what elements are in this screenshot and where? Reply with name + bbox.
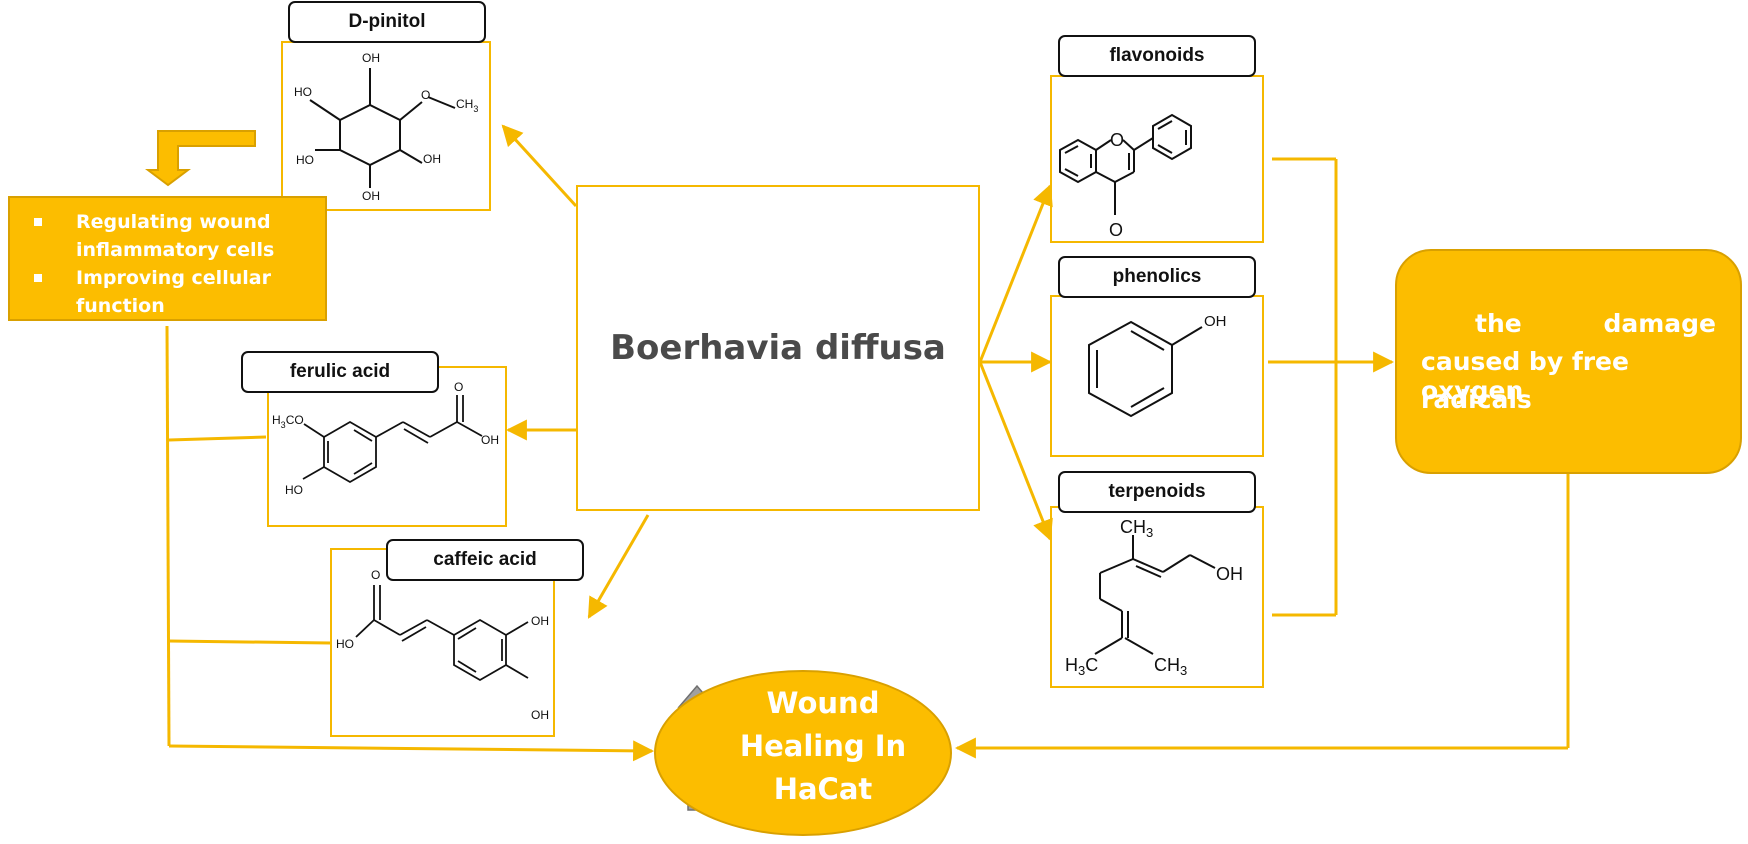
caffeic-oh-top: OH <box>531 614 549 628</box>
d-pinitol-o-methyl: O <box>421 88 430 102</box>
label-ferulic-acid: ferulic acid <box>241 351 439 393</box>
caffeic-acid-structure <box>355 585 529 682</box>
ferulic-carbonyl-o: O <box>454 380 463 394</box>
effect-item: Improving cellular function <box>34 264 315 320</box>
ferulic-methoxy-sub: 3 <box>281 420 286 430</box>
caffeic-carbonyl-o: O <box>371 568 380 582</box>
ferulic-methoxy-rest: CO <box>286 413 304 427</box>
wound-healing-text: Wound Healing In HaCat <box>696 682 950 811</box>
terpenoids-frame <box>1050 506 1264 688</box>
radicals-word-the: the <box>1475 309 1522 338</box>
effect-item: Regulating wound inflammatory cells <box>34 208 315 264</box>
geraniol-ch3-right-sub: 3 <box>1180 663 1187 678</box>
ferulic-oh: OH <box>481 433 499 447</box>
geraniol-h3c-sub: 3 <box>1078 663 1085 678</box>
arrow-to-terpenoids <box>978 361 1053 541</box>
healing-line-3: HaCat <box>773 772 873 806</box>
left-bracket <box>165 325 655 762</box>
flavone-ring-o: O <box>1110 130 1124 150</box>
radicals-line-2: caused by free oxygen <box>1421 347 1629 405</box>
geraniol-ch3-right-main: CH <box>1154 655 1180 675</box>
center-plant-title: Boerhavia diffusa <box>610 328 946 368</box>
healing-line-1: Wound <box>766 686 880 720</box>
flavonoids-frame <box>1050 75 1264 243</box>
geraniol-oh: OH <box>1216 564 1243 584</box>
arrow-to-caffeic-acid <box>587 514 650 619</box>
radicals-line-3: radicals <box>1421 385 1532 414</box>
geraniol-ch3-top-sub: 3 <box>1146 525 1153 540</box>
ferulic-acid-frame <box>267 366 507 527</box>
caffeic-ho: HO <box>336 637 354 651</box>
d-pinitol-ch3: CH3 <box>456 97 478 114</box>
geraniol-ch3-top-main: CH <box>1120 517 1146 537</box>
d-pinitol-structure <box>309 68 456 188</box>
right-bracket <box>1268 157 1395 617</box>
d-pinitol-ch3-main: CH <box>456 97 473 111</box>
d-pinitol-oh-top: OH <box>362 51 380 65</box>
d-pinitol-ch3-sub: 3 <box>473 104 478 114</box>
geraniol-structure <box>1094 535 1216 655</box>
label-flavonoids: flavonoids <box>1058 35 1256 77</box>
arrow-to-flavonoids <box>978 184 1053 363</box>
radicals-word-damage: damage <box>1603 309 1716 338</box>
radicals-line-1: the damage <box>1421 309 1716 338</box>
geraniol-h3c: H3C <box>1065 655 1098 678</box>
effects-box: Regulating wound inflammatory cells Impr… <box>8 196 327 321</box>
radicals-box: the damage caused by free oxygen radical… <box>1395 249 1742 474</box>
ferulic-ho: HO <box>285 483 303 497</box>
label-terpenoids: terpenoids <box>1058 471 1256 513</box>
d-pinitol-ho-left2: HO <box>296 153 314 167</box>
ferulic-methoxy: H3CO <box>272 413 304 430</box>
bent-arrow-icon <box>145 130 256 187</box>
geraniol-ch3-right: CH3 <box>1154 655 1187 678</box>
phenol-structure <box>1088 320 1203 418</box>
center-plant-box: Boerhavia diffusa <box>576 185 980 511</box>
label-caffeic-acid: caffeic acid <box>386 539 584 581</box>
phenol-oh: OH <box>1204 313 1227 330</box>
d-pinitol-frame <box>281 41 491 211</box>
geraniol-ch3-top: CH3 <box>1120 517 1153 540</box>
healing-line-2: Healing In <box>739 729 907 763</box>
label-phenolics: phenolics <box>1058 256 1256 298</box>
ferulic-methoxy-h: H <box>272 413 281 427</box>
label-d-pinitol: D-pinitol <box>288 1 486 43</box>
caffeic-oh-bottom: OH <box>531 708 549 722</box>
d-pinitol-ho-left: HO <box>294 85 312 99</box>
arrow-to-healing <box>168 740 655 762</box>
d-pinitol-oh-bottom: OH <box>362 189 380 203</box>
center-arrows <box>501 124 1053 619</box>
flavone-carbonyl-o: O <box>1109 220 1123 240</box>
d-pinitol-oh-right: OH <box>423 152 441 166</box>
wound-healing-ellipse: Wound Healing In HaCat <box>654 670 952 836</box>
geraniol-h3c-rest: C <box>1085 655 1098 675</box>
flavone-structure <box>1059 113 1192 215</box>
phenolics-frame <box>1050 295 1264 457</box>
ferulic-acid-structure <box>302 395 483 484</box>
radicals-to-healing-connector <box>954 474 1570 759</box>
arrow-to-d-pinitol <box>501 124 578 208</box>
effects-list: Regulating wound inflammatory cells Impr… <box>10 198 325 320</box>
geraniol-h3c-h: H <box>1065 655 1078 675</box>
